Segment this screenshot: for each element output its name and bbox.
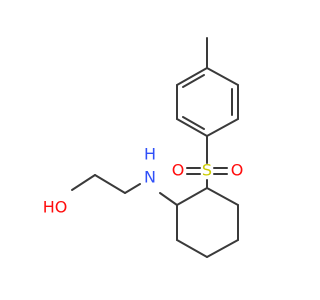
amine-label: N [144,168,156,187]
bond-amine-ethyl [124,183,141,194]
amine-h-label: H [144,145,156,164]
sulfur-label: S [202,161,212,180]
benzene-ring [176,67,239,137]
bond-ring-amine [159,192,178,206]
molecule-drawing: HO H N S O O [43,37,244,258]
bond-ethyl [94,174,126,194]
sulfonyl-oxygen-right-label: O [231,161,244,180]
sulfonyl-oxygen-bonds [186,167,228,175]
sulfonyl-oxygen-left-label: O [172,161,185,180]
hydroxyl-label: HO [43,198,68,217]
structure-canvas: HO H N S O O [42,37,244,258]
cyclohexane-ring [176,187,239,258]
bond-ethyl-hydroxyl [71,174,96,191]
